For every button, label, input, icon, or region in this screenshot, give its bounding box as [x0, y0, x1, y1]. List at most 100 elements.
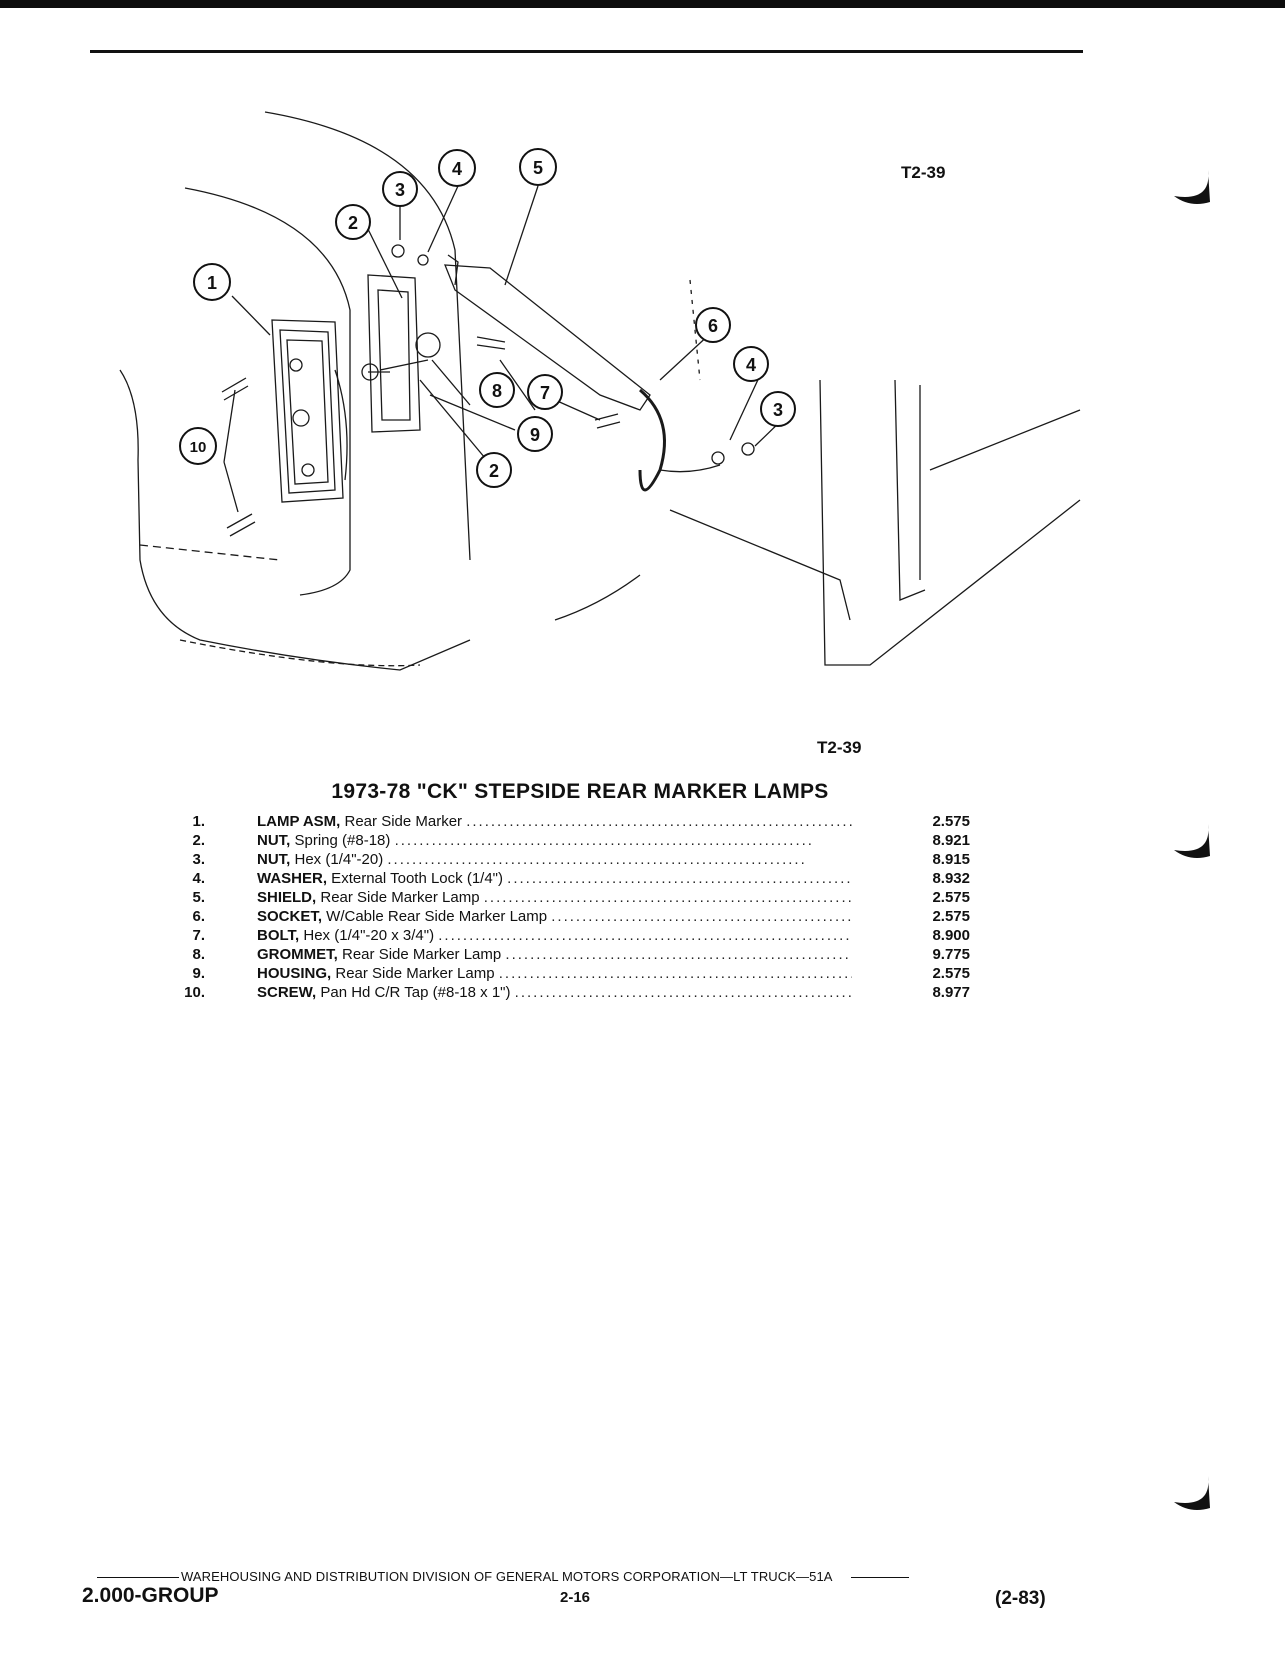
callout-4b: 4 — [746, 355, 756, 375]
figure-label-bottom: T2-39 — [817, 738, 862, 757]
part-number: 10. — [184, 984, 205, 1001]
part-number: 3. — [192, 851, 205, 868]
part-row: 10. SCREW, Pan Hd C/R Tap (#8-18 x 1") .… — [170, 983, 970, 1002]
part-group-code: 8.915 — [932, 851, 970, 868]
part-name: SCREW, — [257, 984, 317, 1001]
part-detail: Rear Side Marker Lamp — [331, 965, 499, 982]
footer-rule-right — [850, 1577, 909, 1579]
callout-9: 9 — [530, 425, 540, 445]
top-border-bar — [0, 0, 1285, 8]
part-row: 2. NUT, Spring (#8-18) .................… — [170, 831, 970, 850]
part-description: SHIELD, Rear Side Marker Lamp ..........… — [257, 888, 852, 907]
leader-dots: ........................................… — [387, 851, 807, 868]
part-group-code: 8.921 — [932, 832, 970, 849]
part-description: BOLT, Hex (1/4"-20 x 3/4") .............… — [257, 926, 852, 945]
part-name: GROMMET, — [257, 946, 338, 963]
part-group-code: 2.575 — [932, 813, 970, 830]
part-name: BOLT, — [257, 927, 300, 944]
part-name: NUT, — [257, 851, 291, 868]
part-name: LAMP ASM, — [257, 813, 341, 830]
part-description: NUT, Hex (1/4"-20) .....................… — [257, 850, 852, 869]
part-detail: Spring (#8-18) — [290, 832, 395, 849]
footer-division-text: WAREHOUSING AND DISTRIBUTION DIVISION OF… — [181, 1569, 833, 1584]
parts-list: 1. LAMP ASM, Rear Side Marker ..........… — [170, 812, 970, 1002]
part-description: SOCKET, W/Cable Rear Side Marker Lamp ..… — [257, 907, 852, 926]
leader-dots: ........................................… — [507, 870, 852, 887]
part-number: 9. — [192, 965, 205, 982]
part-detail: Rear Side Marker Lamp — [337, 946, 506, 963]
callout-8: 8 — [492, 381, 502, 401]
leader-dots: ........................................… — [551, 908, 852, 925]
part-detail: Pan Hd C/R Tap (#8-18 x 1") — [316, 984, 515, 1001]
page-title: 1973-78 "CK" STEPSIDE REAR MARKER LAMPS — [331, 780, 829, 803]
leader-dots: ........................................… — [438, 927, 852, 944]
part-group-code: 8.977 — [932, 984, 970, 1001]
footer-group: 2.000-GROUP — [82, 1584, 219, 1607]
callout-7: 7 — [540, 383, 550, 403]
callout-4a: 4 — [452, 159, 462, 179]
binder-hook-icon — [1174, 170, 1210, 204]
part-description: GROMMET, Rear Side Marker Lamp .........… — [257, 945, 852, 964]
callout-10: 10 — [190, 439, 207, 456]
callout-2b: 2 — [489, 461, 499, 481]
part-row: 8. GROMMET, Rear Side Marker Lamp ......… — [170, 945, 970, 964]
leader-dots: ........................................… — [483, 889, 852, 906]
part-name: NUT, — [257, 832, 291, 849]
callout-3b: 3 — [773, 400, 783, 420]
part-description: HOUSING, Rear Side Marker Lamp .........… — [257, 964, 852, 983]
part-group-code: 8.932 — [932, 870, 970, 887]
part-row: 7. BOLT, Hex (1/4"-20 x 3/4") ..........… — [170, 926, 970, 945]
part-number: 8. — [192, 946, 205, 963]
part-name: HOUSING, — [257, 965, 332, 982]
footer-rule-left — [97, 1577, 179, 1579]
part-number: 1. — [192, 813, 205, 830]
part-description: WASHER, External Tooth Lock (1/4") .....… — [257, 869, 852, 888]
part-description: LAMP ASM, Rear Side Marker .............… — [257, 812, 852, 831]
part-number: 7. — [192, 927, 205, 944]
callout-1: 1 — [207, 273, 217, 293]
lamp-assembly-shape — [271, 319, 348, 503]
part-group-code: 2.575 — [932, 965, 970, 982]
callout-3a: 3 — [395, 180, 405, 200]
part-group-code: 9.775 — [932, 946, 970, 963]
part-name: SOCKET, — [257, 908, 323, 925]
binder-hook-icon — [1174, 1476, 1210, 1510]
callout-circles — [179, 148, 796, 488]
part-detail: External Tooth Lock (1/4") — [327, 870, 508, 887]
footer-division-line: WAREHOUSING AND DISTRIBUTION DIVISION OF… — [97, 1569, 909, 1584]
footer-page-number: 2-16 — [560, 1589, 591, 1606]
callout-6: 6 — [708, 316, 718, 336]
part-detail: W/Cable Rear Side Marker Lamp — [322, 908, 552, 925]
leader-dots: ........................................… — [466, 813, 852, 830]
part-detail: Rear Side Marker Lamp — [316, 889, 484, 906]
part-number: 2. — [192, 832, 205, 849]
part-row: 3. NUT, Hex (1/4"-20) ..................… — [170, 850, 970, 869]
part-name: SHIELD, — [257, 889, 317, 906]
part-detail: Hex (1/4"-20 x 3/4") — [299, 927, 439, 944]
leader-dots: ........................................… — [505, 946, 852, 963]
part-row: 4. WASHER, External Tooth Lock (1/4") ..… — [170, 869, 970, 888]
part-number: 4. — [192, 870, 205, 887]
part-number: 5. — [192, 889, 205, 906]
exploded-view-diagram: 1 2 2 3 3 4 4 5 6 7 8 9 10 — [119, 111, 1081, 671]
part-description: SCREW, Pan Hd C/R Tap (#8-18 x 1") .....… — [257, 983, 852, 1002]
part-detail: Hex (1/4"-20) — [290, 851, 388, 868]
footer-date: (2-83) — [995, 1588, 1046, 1609]
part-row: 6. SOCKET, W/Cable Rear Side Marker Lamp… — [170, 907, 970, 926]
callout-numbers: 1 2 2 3 3 4 4 5 6 7 8 9 10 — [190, 158, 783, 481]
callout-2a: 2 — [348, 213, 358, 233]
part-row: 1. LAMP ASM, Rear Side Marker ..........… — [170, 812, 970, 831]
header-rule — [90, 50, 1083, 53]
part-group-code: 2.575 — [932, 889, 970, 906]
diagram-linework — [119, 111, 1081, 671]
part-name: WASHER, — [257, 870, 328, 887]
leader-dots: ........................................… — [514, 984, 852, 1001]
figure-label-top: T2-39 — [901, 163, 946, 182]
leader-dots: ........................................… — [498, 965, 852, 982]
part-number: 6. — [192, 908, 205, 925]
part-detail: Rear Side Marker — [340, 813, 467, 830]
binder-hook-icon — [1174, 824, 1210, 858]
leader-dots: ........................................… — [394, 832, 814, 849]
part-description: NUT, Spring (#8-18) ....................… — [257, 831, 852, 850]
part-row: 5. SHIELD, Rear Side Marker Lamp .......… — [170, 888, 970, 907]
